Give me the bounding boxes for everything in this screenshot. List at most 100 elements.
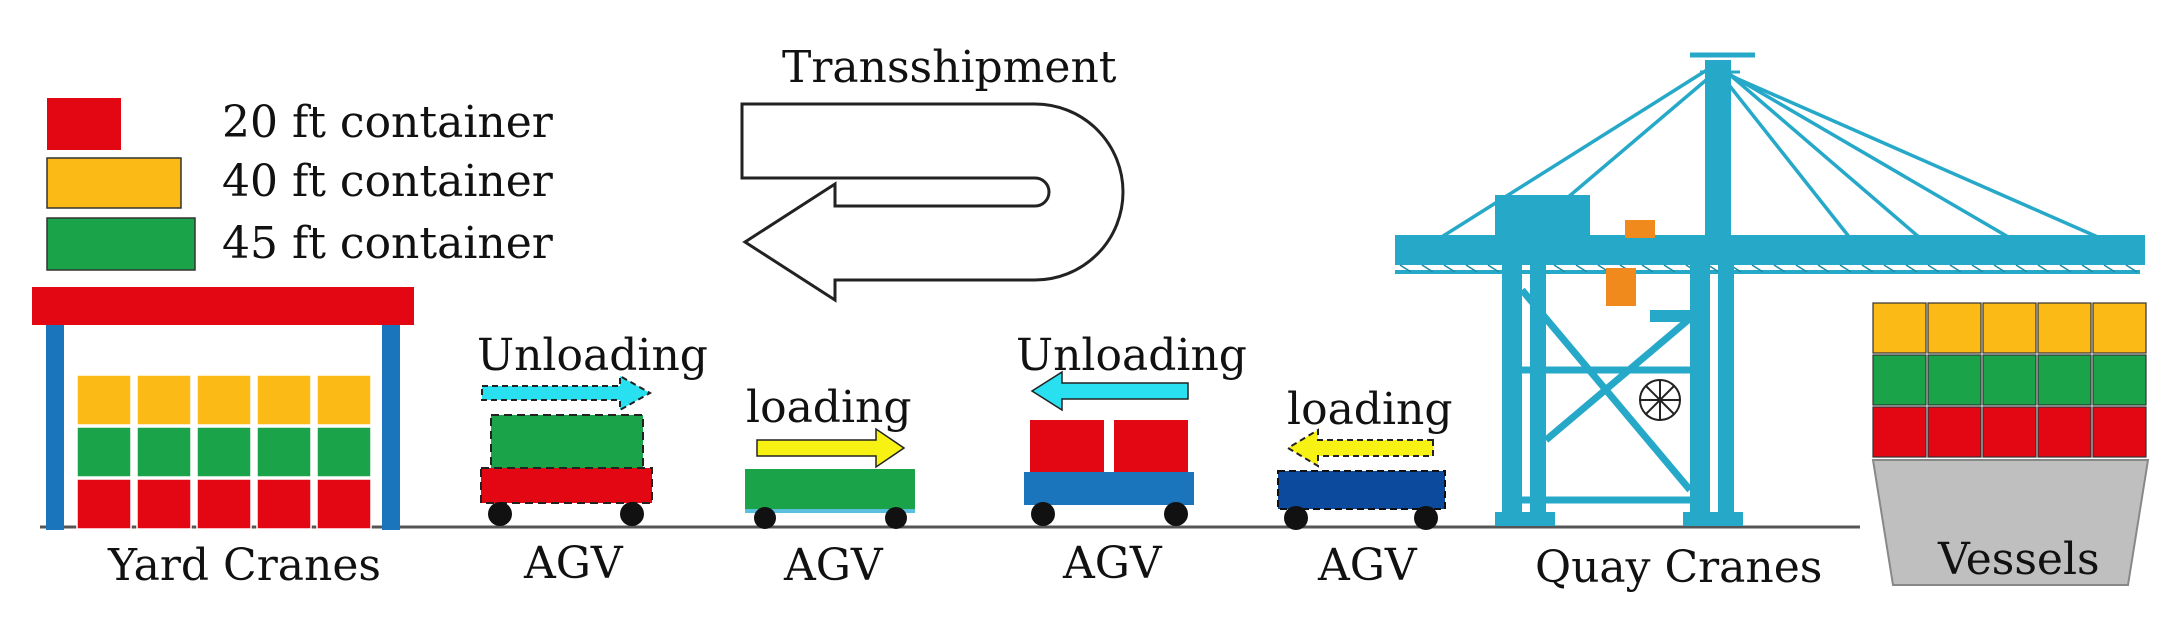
agv-2-base [745, 509, 915, 513]
agv-1-wheel-left [488, 502, 512, 526]
arrow-icon [1030, 370, 1189, 412]
yard-container [76, 478, 132, 530]
boom-truss-member [1883, 264, 1896, 273]
boom-truss-member [1421, 264, 1434, 273]
legend-swatch-40ft [46, 157, 182, 209]
boom-truss-member [1773, 264, 1786, 273]
agv-3-action-label: Unloading [1016, 330, 1247, 381]
transshipment-label: Transshipment [782, 42, 1117, 93]
yard-container [316, 478, 372, 530]
vessel-container [2037, 354, 2092, 406]
boom-truss-member [1861, 264, 1874, 273]
yard-container [256, 374, 312, 426]
agv-4-wheel-left [1284, 506, 1308, 530]
legend-label-20ft: 20 ft container [222, 97, 554, 148]
agv-1-label: AGV [523, 538, 624, 589]
agv-4-label: AGV [1317, 540, 1418, 591]
boom-truss-member [1927, 264, 1940, 273]
vessel-container [2037, 406, 2092, 458]
legend-swatch-20ft [47, 98, 121, 150]
agv-1-body [480, 467, 653, 504]
boom-truss-member [2037, 264, 2050, 273]
vessel-container [1982, 406, 2037, 458]
boom-truss-member [1443, 264, 1456, 273]
agv-3-body [1024, 472, 1194, 505]
transshipment-u-arrow-icon [740, 102, 1125, 303]
arrow-icon [481, 374, 653, 412]
wheel-icon [1639, 379, 1681, 421]
legend-swatch-45ft [46, 217, 196, 271]
yard-container [76, 374, 132, 426]
legend: 20 ft container 40 ft container 45 ft co… [46, 97, 554, 271]
vessel-container [1927, 406, 1982, 458]
quay-crane-boom [1395, 235, 2145, 265]
boom-truss-member [1993, 264, 2006, 273]
yard-container [316, 374, 372, 426]
agv-2-wheel-left [754, 507, 776, 529]
agv-3: Unloading AGV [1016, 330, 1247, 589]
boom-truss-member [1553, 264, 1566, 273]
boom-truss-member [1751, 264, 1764, 273]
yard-container [136, 374, 192, 426]
vessel [1871, 302, 2150, 586]
agv-1: Unloading AGV [477, 330, 708, 589]
yard-container [76, 426, 132, 478]
vessel-container [1927, 302, 1982, 354]
agv-3-wheel-left [1031, 502, 1055, 526]
quay-crane-cab [1606, 268, 1636, 306]
vessel-container [1982, 302, 2037, 354]
agv-2-label: AGV [783, 540, 884, 591]
vessel-container [1927, 354, 1982, 406]
agv-2-wheel-right [885, 507, 907, 529]
agv-4-action-label: loading [1287, 384, 1453, 435]
boom-truss-member [2081, 264, 2094, 273]
agv-2: loading AGV [745, 382, 915, 591]
boom-truss-member [2125, 264, 2138, 273]
quay-cranes-label: Quay Cranes [1535, 542, 1822, 593]
boom-truss-member [1905, 264, 1918, 273]
boom-truss-member [1575, 264, 1588, 273]
vessel-hull [1871, 459, 2150, 586]
boom-truss-member [1663, 264, 1676, 273]
quay-crane-leg-2 [1530, 265, 1546, 515]
vessel-container [1872, 354, 1927, 406]
boom-truss-member [1641, 264, 1654, 273]
vessels-label: Vessels [1937, 534, 2100, 585]
vessel-container [2092, 302, 2147, 354]
boom-truss-member [2103, 264, 2116, 273]
vessel-container [2092, 406, 2147, 458]
boom-truss-member [1465, 264, 1478, 273]
vessel-container [1872, 302, 1927, 354]
yard-crane-leg-left [46, 325, 64, 530]
agv-1-container-green [490, 414, 644, 471]
agv-2-action-label: loading [746, 382, 912, 433]
vessel-container-stacks [1872, 302, 2147, 458]
quay-crane-leg-1 [1502, 265, 1522, 515]
arrow-icon [756, 427, 906, 469]
vessel-container [1982, 354, 2037, 406]
yard-container [256, 426, 312, 478]
vessel-container [2037, 302, 2092, 354]
agv-3-container-red-2 [1114, 420, 1188, 472]
yard-crane [32, 287, 414, 530]
arrow-icon [1286, 428, 1434, 468]
boom-truss-member [1817, 264, 1830, 273]
boom-truss-member [1487, 264, 1500, 273]
agv-1-action-label: Unloading [477, 330, 708, 381]
boom-truss-member [2015, 264, 2028, 273]
agv-4: loading AGV [1277, 384, 1453, 591]
yard-container [256, 478, 312, 530]
legend-label-45ft: 45 ft container [222, 218, 554, 269]
legend-label-40ft: 40 ft container [222, 156, 554, 207]
vessel-container [2092, 354, 2147, 406]
quay-crane-trolley [1625, 220, 1655, 238]
boom-truss-member [1971, 264, 1984, 273]
quay-crane-leg-3 [1690, 265, 1710, 515]
yard-crane-beam [32, 287, 414, 325]
yard-container [196, 374, 252, 426]
yard-container-stacks [76, 374, 372, 530]
yard-cranes-label: Yard Cranes [107, 540, 381, 591]
yard-container [136, 478, 192, 530]
agv-3-container-red-1 [1030, 420, 1104, 472]
